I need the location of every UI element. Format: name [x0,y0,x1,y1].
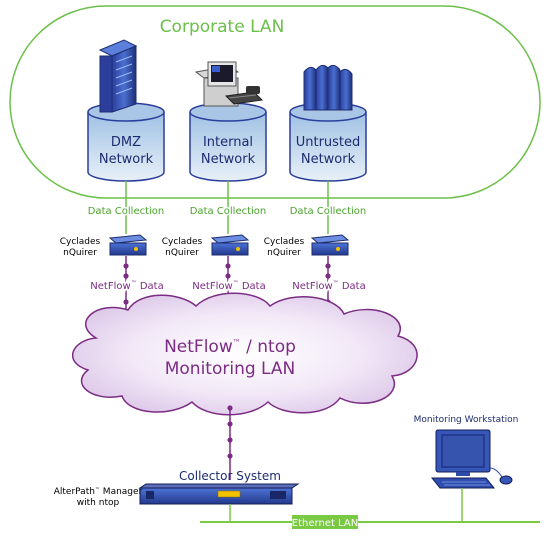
nquirer-probe [210,234,250,256]
monitoring-lan-title-line1: NetFlow™ / ntop [164,337,296,357]
blade-server-icon [303,64,353,111]
probe-label-line2: nQuirer [63,248,97,258]
netflow-data-label: NetFlow™ Data [192,280,265,292]
netflow-data-label: NetFlow™ Data [90,280,163,292]
collector-manager-line1: AlterPath™ Manager [54,487,143,497]
netflow-data-label: NetFlow™ Data [292,280,365,292]
network-name-line1: DMZ [111,135,141,150]
data-collection-label: Data Collection [190,206,267,217]
nquirer-probe [310,234,350,256]
cloud-to-collector-link [227,405,233,480]
data-collection-label: Data Collection [290,206,367,217]
network-name-line1: Internal [203,135,253,150]
probe-label-line2: nQuirer [165,248,199,258]
desktop-computer-icon [194,61,264,107]
probe-label-line1: Cyclades [264,237,305,247]
network-name-line1: Untrusted [296,135,361,150]
dmz-network: DMZ Network [87,39,165,182]
network-name-line2: Network [201,152,256,167]
probe-label-line2: nQuirer [267,248,301,258]
workstation-title: Monitoring Workstation [414,415,519,425]
untrusted-network: Untrusted Network [289,64,367,182]
ethernet-lan-label: Ethernet LAN [292,518,358,529]
monitoring-lan-title-line2: Monitoring LAN [165,359,296,379]
workstation-computer-icon [430,429,513,489]
probe-label-line1: Cyclades [60,237,101,247]
probe-label-line1: Cyclades [162,237,203,247]
rack-appliance-icon [138,483,300,505]
network-name-line2: Network [301,152,356,167]
monitoring-lan-cloud [71,292,418,416]
collector-system-title: Collector System [179,469,281,483]
internal-network: Internal Network [189,61,267,182]
network-name-line2: Network [99,152,154,167]
collector-manager-line2: with ntop [77,498,120,508]
ethernet-lan-badge [292,515,358,529]
server-rack-icon [98,39,138,113]
data-collection-label: Data Collection [88,206,165,217]
nquirer-probe [108,234,148,256]
corporate-lan-boundary [9,5,541,199]
corporate-lan-title: Corporate LAN [160,17,285,37]
